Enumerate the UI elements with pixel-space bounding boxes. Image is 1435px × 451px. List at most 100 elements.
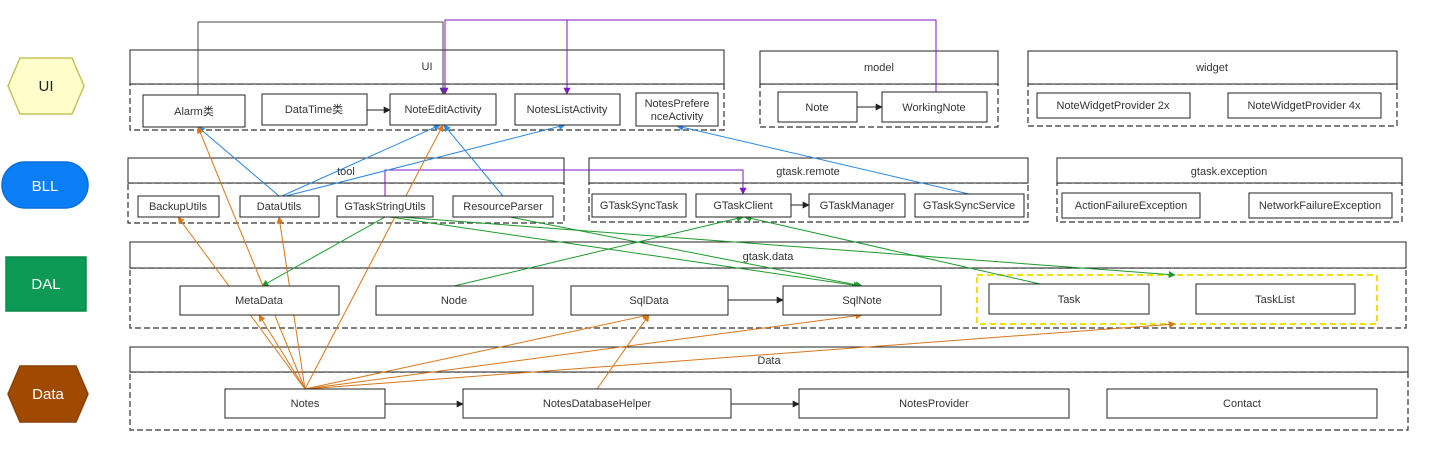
svg-text:Node: Node [441,295,467,307]
svg-text:NoteWidgetProvider 2x: NoteWidgetProvider 2x [1056,100,1170,112]
edge-notes-to-sqlnote [304,312,863,390]
edge-notes-to-alarm [197,126,306,390]
package-gtask-remote-title: gtask.remote [776,166,840,178]
node-datautils[interactable]: DataUtils [239,195,320,218]
node-note[interactable]: Note [777,91,858,123]
edge-syncservice-to-notespref [676,124,970,195]
edge-notes-to-tasklist [304,320,1176,390]
svg-text:GTaskClient: GTaskClient [713,200,772,212]
svg-text:BackupUtils: BackupUtils [149,201,208,213]
node-task[interactable]: Task [988,283,1150,315]
edge-datautils-to-noteslist [285,123,566,197]
svg-text:Alarm类: Alarm类 [174,104,214,118]
svg-text:NotesProvider: NotesProvider [899,398,969,410]
svg-text:NetworkFailureException: NetworkFailureException [1259,200,1381,212]
package-widget: widget [1027,50,1398,127]
svg-text:DataTime类: DataTime类 [285,102,343,116]
node-notesdatabasehelper[interactable]: NotesDatabaseHelper [462,388,732,419]
edge-dbhelper-to-sqldata [596,314,650,390]
edge-notes-to-sqldata [304,312,650,390]
node-tasklist[interactable]: TaskList [1195,283,1356,315]
node-gtaskmanager[interactable]: GTaskManager [808,193,906,218]
node-alarm[interactable]: Alarm类 [142,94,246,128]
package-gtask-data-title: gtask.data [743,251,795,263]
node-notespreferenceactivity[interactable]: NotesPrefere nceActivity [635,92,719,127]
node-workingnote[interactable]: WorkingNote [881,91,988,123]
package-data-title: Data [757,355,781,367]
node-notewidgetprovider-4x[interactable]: NoteWidgetProvider 4x [1227,92,1382,119]
svg-text:SqlData: SqlData [629,295,669,307]
edge-gtaskstr-to-sqlnote [389,216,861,289]
svg-text:TaskList: TaskList [1255,294,1295,306]
package-gtask-exception-title: gtask.exception [1191,166,1267,178]
package-gtask-data: gtask.data [129,241,1407,329]
svg-text:WorkingNote: WorkingNote [902,102,965,114]
layer-badge-bll: BLL [1,161,89,209]
node-notesprovider[interactable]: NotesProvider [798,388,1070,419]
svg-text:GTaskSyncTask: GTaskSyncTask [600,200,679,212]
node-actionfailureexception[interactable]: ActionFailureException [1061,192,1201,219]
svg-text:Task: Task [1058,294,1081,306]
edge-datautils-to-noteedit [281,124,441,197]
edge-resparser-to-noteedit [443,124,504,197]
node-backuputils[interactable]: BackupUtils [137,195,220,218]
package-model: model [759,50,999,128]
layer-badge-dal: DAL [5,256,87,312]
node-gtasksynctask[interactable]: GTaskSyncTask [591,193,687,218]
edge-datautils-to-alarm [197,126,280,197]
edge-resparser-to-sqlnote [509,216,863,289]
edge-node-to-gtaskclient [453,215,744,287]
package-ui: UI [129,49,725,131]
node-notes[interactable]: Notes [224,388,386,419]
svg-text:NotesListActivity: NotesListActivity [527,104,608,116]
svg-text:ActionFailureException: ActionFailureException [1075,200,1188,212]
node-gtasksyncservice[interactable]: GTaskSyncService [914,193,1025,218]
package-gtask-remote: gtask.remote [588,157,1029,223]
package-ui-title: UI [422,61,433,73]
svg-text:NoteEditActivity: NoteEditActivity [404,104,482,116]
svg-text:Contact: Contact [1223,398,1261,410]
svg-text:GTaskStringUtils: GTaskStringUtils [344,201,426,213]
layer-badge-bll-label: BLL [32,178,59,195]
edge-gtaskstr-to-gtaskclient [384,169,747,196]
svg-text:nceActivity: nceActivity [651,111,704,123]
layer-badge-dal-label: DAL [31,276,60,293]
node-noteslistactivity[interactable]: NotesListActivity [514,93,621,126]
edge-gtaskstr-to-tasklist [399,216,1176,279]
svg-text:ResourceParser: ResourceParser [463,201,543,213]
edge-workingnote-to-noteslist [563,19,937,95]
node-networkfailureexception[interactable]: NetworkFailureException [1248,192,1393,219]
node-noteeditactivity[interactable]: NoteEditActivity [389,93,497,126]
svg-text:MetaData: MetaData [235,295,284,307]
svg-text:GTaskManager: GTaskManager [820,200,895,212]
node-sqldata[interactable]: SqlData [570,285,729,316]
node-metadata[interactable]: MetaData [179,285,340,316]
svg-text:DataUtils: DataUtils [257,201,302,213]
svg-text:Notes: Notes [291,398,320,410]
layer-badge-ui-label: UI [39,78,54,95]
node-sqlnote[interactable]: SqlNote [782,285,942,316]
node-gtaskstringutils[interactable]: GTaskStringUtils [336,195,434,218]
svg-text:GTaskSyncService: GTaskSyncService [923,200,1015,212]
edge-task-to-gtaskclient [744,214,1041,285]
task-group-highlight [976,274,1378,325]
edge-gtaskstr-to-metadata [261,216,386,287]
edge-alarm-to-noteedit [197,21,447,95]
svg-text:Note: Note [805,102,828,114]
package-widget-title: widget [1195,62,1228,74]
package-data: Data [129,346,1409,431]
node-resourceparser[interactable]: ResourceParser [452,195,554,218]
node-gtaskclient[interactable]: GTaskClient [695,193,792,218]
package-gtask-exception: gtask.exception [1056,157,1403,223]
node-contact[interactable]: Contact [1106,388,1378,419]
node-datatime[interactable]: DataTime类 [261,93,368,126]
svg-text:NotesPrefere: NotesPrefere [645,98,710,110]
edge-notes-to-metadata [258,314,306,390]
node-notewidgetprovider-2x[interactable]: NoteWidgetProvider 2x [1036,92,1191,119]
node-node[interactable]: Node [375,285,534,316]
layer-badge-data: Data [7,365,89,423]
svg-text:NoteWidgetProvider 4x: NoteWidgetProvider 4x [1247,100,1361,112]
layer-badge-data-label: Data [32,386,64,403]
svg-text:NotesDatabaseHelper: NotesDatabaseHelper [543,398,652,410]
